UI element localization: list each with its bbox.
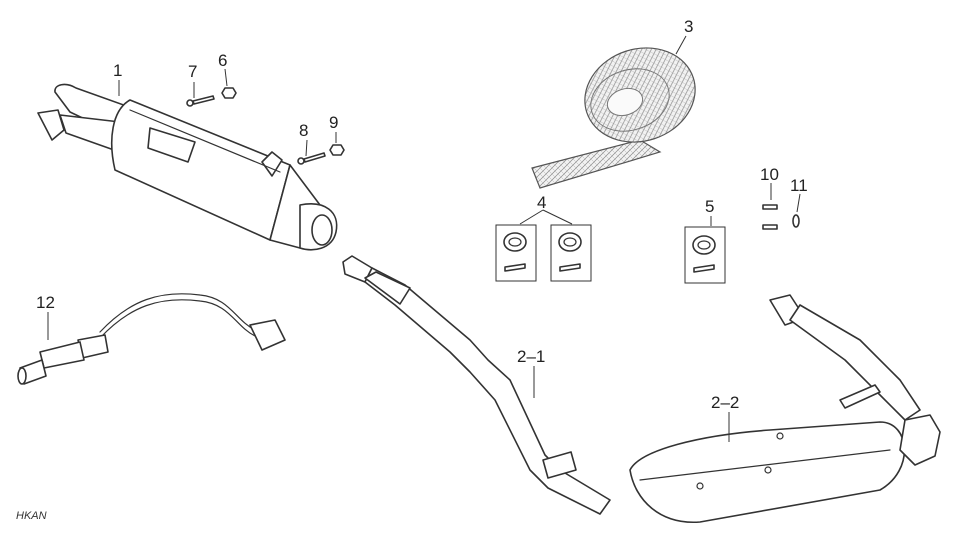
callout-8: 8 bbox=[299, 121, 308, 140]
callout-2-1: 2–1 bbox=[517, 347, 545, 366]
callout-9: 9 bbox=[329, 113, 338, 132]
callout-7: 7 bbox=[188, 62, 197, 81]
clamp-kit-4 bbox=[495, 224, 592, 282]
callout-4: 4 bbox=[537, 193, 546, 212]
rear-silencer-pipe bbox=[629, 294, 941, 523]
fastener-set bbox=[186, 87, 345, 165]
callout-12: 12 bbox=[36, 293, 55, 312]
callout-6: 6 bbox=[218, 51, 227, 70]
callout-5: 5 bbox=[705, 197, 714, 216]
callout-2-2: 2–2 bbox=[711, 393, 739, 412]
oxygen-sensor bbox=[17, 293, 286, 385]
callout-11: 11 bbox=[790, 176, 808, 195]
footer-mark: HKAN bbox=[16, 510, 47, 522]
callout-labels: 1 7 6 8 9 3 4 5 10 11 12 2–1 2–2 bbox=[36, 17, 808, 412]
leader-lines bbox=[47, 35, 801, 442]
callout-1: 1 bbox=[113, 61, 122, 80]
heat-wrap-tape bbox=[531, 47, 696, 189]
clamp-kit-5 bbox=[684, 226, 726, 284]
muffler-part bbox=[37, 83, 338, 251]
callout-10: 10 bbox=[760, 165, 779, 184]
front-header-pipe bbox=[342, 255, 611, 515]
callout-3: 3 bbox=[684, 17, 693, 36]
small-hardware bbox=[762, 204, 800, 230]
